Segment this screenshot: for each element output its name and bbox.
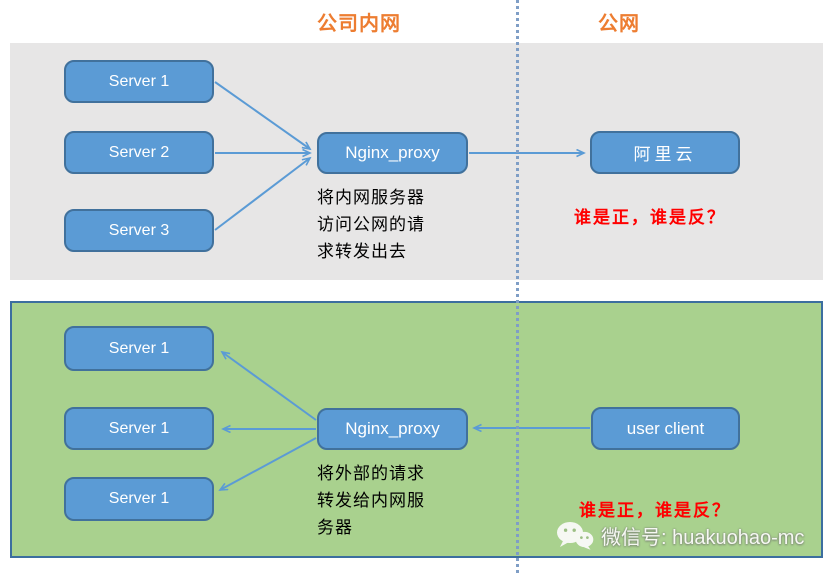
bottom-question-text: 谁是正，谁是反？: [579, 501, 731, 520]
network-boundary-dashed-line: [516, 0, 519, 574]
aliyun-cloud-node: 阿里云: [590, 131, 740, 174]
nginx-proxy-node-top: Nginx_proxy: [317, 132, 468, 174]
public-zone-label: 公网: [598, 13, 640, 35]
server-node-top-1: Server 1: [64, 60, 214, 103]
intranet-zone-label: 公司内网: [317, 13, 401, 35]
user-client-node: user client: [591, 407, 740, 450]
top-question-text: 谁是正，谁是反？: [574, 208, 726, 227]
watermark-label: 微信号: huakuohao-mc: [601, 527, 805, 549]
server-node-bottom-2: Server 1: [64, 407, 214, 450]
top-note-line-1: 将内网服务器: [317, 188, 425, 207]
server-node-top-3: Server 3: [64, 209, 214, 252]
nginx-proxy-node-bottom: Nginx_proxy: [317, 408, 468, 450]
server-node-top-2: Server 2: [64, 131, 214, 174]
server-node-bottom-1: Server 1: [64, 326, 214, 371]
bottom-note-line-1: 将外部的请求: [317, 464, 425, 483]
bottom-note-line-3: 务器: [317, 518, 353, 537]
top-note-line-3: 求转发出去: [317, 242, 407, 261]
wechat-icon: [556, 521, 594, 550]
bottom-note-line-2: 转发给内网服: [317, 491, 425, 510]
top-note-line-2: 访问公网的请: [317, 215, 425, 234]
wechat-watermark: 微信号: huakuohao-mc: [556, 521, 804, 550]
server-node-bottom-3: Server 1: [64, 477, 214, 521]
top-note-text: 将内网服务器 访问公网的请 求转发出去: [317, 184, 425, 265]
bottom-note-text: 将外部的请求 转发给内网服 务器: [317, 460, 425, 541]
